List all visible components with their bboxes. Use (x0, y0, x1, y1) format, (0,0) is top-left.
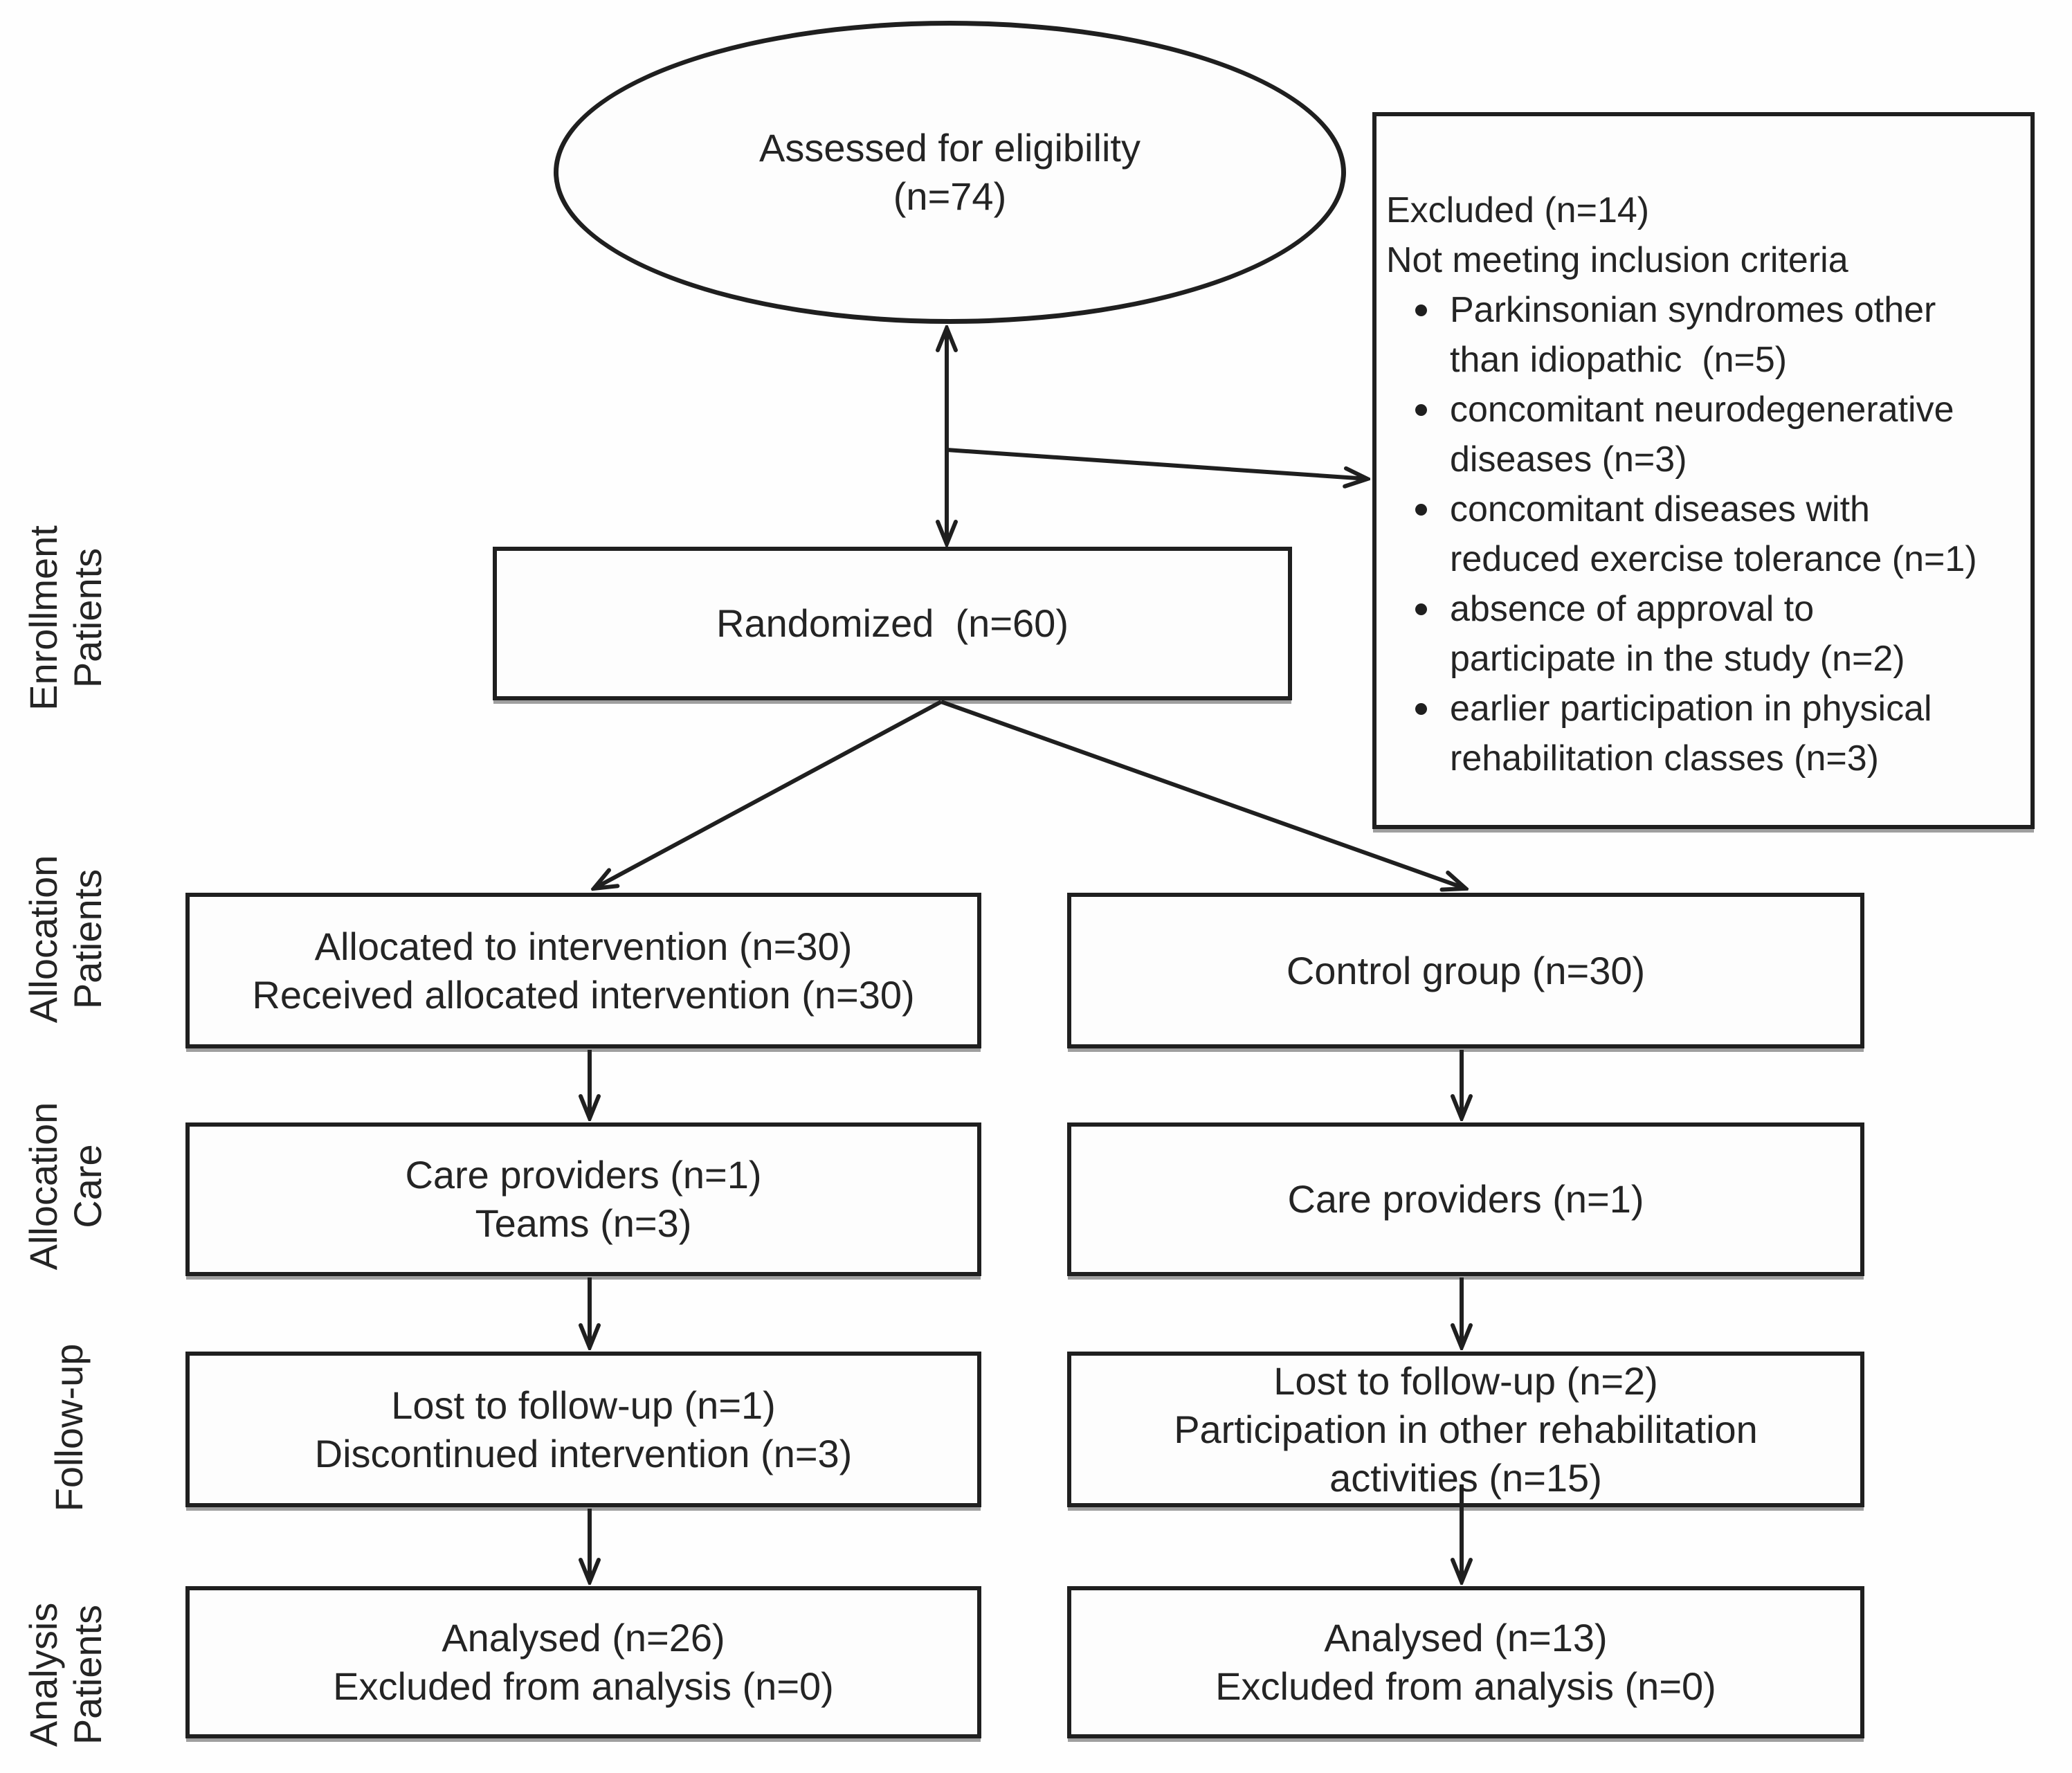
excluded-reason-item: absence of approval to participate in th… (1386, 584, 2018, 684)
node-text: Analysed (n=13) (1324, 1616, 1608, 1660)
node-followup-intervention: Lost to follow-up (n=1) Discontinued int… (185, 1352, 981, 1507)
node-text: Discontinued intervention (n=3) (314, 1431, 853, 1475)
stage-label-follow-up: Follow-up (47, 1344, 91, 1512)
stage-label-line: Allocation (21, 1102, 65, 1271)
node-text: Received allocated intervention (n=30) (252, 972, 915, 1017)
stage-label-analysis: Analysis Patients (21, 1603, 110, 1747)
node-text: Analysed (n=26) (442, 1616, 725, 1660)
stage-label-line: Follow-up (47, 1343, 91, 1512)
stage-label-line: Allocation (21, 855, 65, 1024)
stage-label-line: Patients (66, 869, 109, 1010)
excluded-title: Excluded (n=14) (1386, 190, 1650, 230)
node-text: Control group (n=30) (1286, 948, 1646, 992)
node-text: Lost to follow-up (n=2) (1273, 1358, 1658, 1403)
node-excluded: Excluded (n=14) Not meeting inclusion cr… (1372, 112, 2035, 829)
node-assessed-eligibility: Assessed for eligibility (n=74) (554, 21, 1346, 324)
node-analysis-control: Analysed (n=13) Excluded from analysis (… (1067, 1586, 1864, 1738)
node-text: Lost to follow-up (n=1) (391, 1383, 776, 1427)
stage-label-line: Patients (66, 1604, 109, 1745)
excluded-reason-list: Parkinsonian syndromes other than idiopa… (1386, 285, 2018, 783)
stage-label-line: Enrollment (21, 525, 65, 711)
node-control-group: Control group (n=30) (1067, 893, 1864, 1048)
node-text: Assessed for eligibility (759, 126, 1140, 170)
excluded-reason-item: Parkinsonian syndromes other than idiopa… (1386, 285, 2018, 385)
node-text: (n=74) (893, 174, 1007, 218)
node-allocated-intervention: Allocated to intervention (n=30) Receive… (185, 893, 981, 1048)
node-text: Excluded from analysis (n=0) (1215, 1664, 1716, 1708)
node-randomized: Randomized (n=60) (493, 547, 1292, 700)
node-text: Care providers (n=1) (405, 1153, 762, 1197)
connector-randomized-to-intervention (594, 700, 943, 889)
stage-label-line: Care (66, 1144, 109, 1228)
stage-label-allocation-care: Allocation Care (21, 1102, 110, 1271)
node-text: Randomized (n=60) (716, 601, 1069, 645)
connector-assessed-to-excluded (946, 448, 1367, 479)
node-analysis-intervention: Analysed (n=26) Excluded from analysis (… (185, 1586, 981, 1738)
excluded-reason-item: earlier participation in physical rehabi… (1386, 684, 2018, 783)
node-text: Participation in other rehabilitation (1174, 1407, 1758, 1451)
node-followup-control: Lost to follow-up (n=2) Participation in… (1067, 1352, 1864, 1507)
stage-label-enrollment: Enrollment Patients (21, 525, 110, 711)
node-text: Allocated to intervention (n=30) (314, 924, 853, 968)
excluded-reason-item: concomitant diseases with reduced exerci… (1386, 484, 2018, 584)
stage-label-allocation-patients: Allocation Patients (21, 855, 110, 1024)
stage-label-line: Analysis (21, 1602, 65, 1747)
node-care-providers-control: Care providers (n=1) (1067, 1122, 1864, 1276)
node-text: Care providers (n=1) (1287, 1177, 1644, 1221)
excluded-subtitle: Not meeting inclusion criteria (1386, 240, 1848, 280)
node-care-providers-intervention: Care providers (n=1) Teams (n=3) (185, 1122, 981, 1276)
excluded-reason-item: concomitant neurodegenerative diseases (… (1386, 385, 2018, 484)
stage-label-line: Patients (66, 547, 109, 689)
node-text: Excluded from analysis (n=0) (333, 1664, 834, 1708)
node-text: activities (n=15) (1329, 1455, 1602, 1500)
node-text: Teams (n=3) (475, 1201, 692, 1245)
